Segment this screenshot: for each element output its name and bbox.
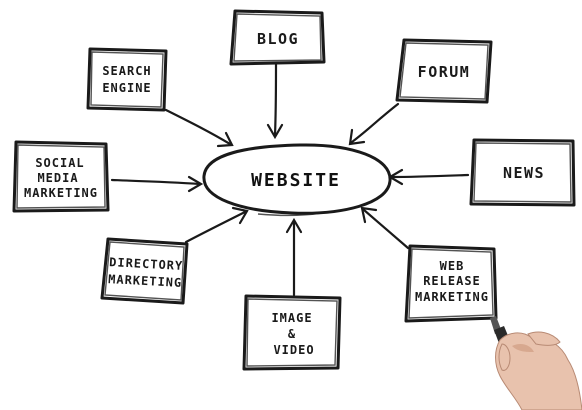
node-blog: BLOG (229, 9, 326, 66)
arrowhead-web-release (360, 206, 378, 224)
arrow-forum (350, 102, 400, 144)
node-image-video-box (242, 294, 342, 371)
node-directory-marketing: DIRECTORY MARKETING (100, 237, 189, 305)
arrowhead-image-video (285, 217, 303, 234)
hand-with-marker-icon (490, 316, 582, 410)
arrowhead-forum (348, 128, 366, 146)
node-search-engine-box (86, 47, 168, 112)
node-news-label: NEWS (503, 164, 545, 182)
center-label: WEBSITE (251, 170, 341, 191)
node-social-media-line-2: MEDIA (37, 171, 78, 185)
node-search-engine-line-2: ENGINE (102, 81, 151, 95)
arrow-directory (184, 210, 247, 244)
node-blog-box (229, 9, 326, 66)
node-directory-line-2: MARKETING (108, 272, 183, 290)
node-news: NEWS (469, 138, 576, 207)
node-web-release-line-1: WEB (440, 259, 465, 273)
node-social-media-marketing: SOCIAL MEDIA MARKETING (12, 140, 110, 213)
arrowhead-social-media (187, 175, 204, 193)
node-blog-label: BLOG (257, 30, 299, 48)
node-image-video-line-3: VIDEO (273, 343, 314, 357)
node-social-media-box (12, 140, 110, 213)
center-node-website: WEBSITE (202, 143, 392, 217)
arrow-news (390, 173, 470, 179)
node-directory-line-1: DIRECTORY (109, 255, 184, 273)
center-ellipse-underline (257, 212, 323, 217)
node-image-video: IMAGE & VIDEO (242, 294, 342, 371)
node-search-engine-line-1: SEARCH (102, 64, 151, 78)
node-social-media-line-1: SOCIAL (35, 156, 84, 170)
node-web-release-line-3: MARKETING (415, 290, 489, 304)
node-web-release-line-2: RELEASE (423, 274, 481, 288)
arrow-social-media (110, 178, 202, 186)
node-news-box (469, 138, 576, 207)
node-directory-box (100, 237, 189, 305)
node-web-release-marketing: WEB RELEASE MARKETING (404, 244, 498, 323)
arrowhead-search-engine (216, 131, 234, 148)
arrowhead-blog (266, 123, 284, 140)
arrowhead-directory (231, 206, 249, 225)
node-forum-box (395, 38, 493, 104)
node-social-media-line-3: MARKETING (24, 186, 98, 200)
node-search-engine: SEARCH ENGINE (86, 47, 168, 112)
node-forum: FORUM (395, 38, 493, 104)
node-forum-label: FORUM (418, 63, 471, 81)
arrow-search-engine (164, 108, 232, 146)
center-ellipse (202, 143, 392, 215)
arrow-web-release (362, 208, 410, 250)
node-image-video-line-2: & (288, 327, 296, 341)
node-image-video-line-1: IMAGE (271, 311, 312, 325)
connector-arrows (110, 62, 470, 297)
arrow-blog (273, 62, 278, 137)
